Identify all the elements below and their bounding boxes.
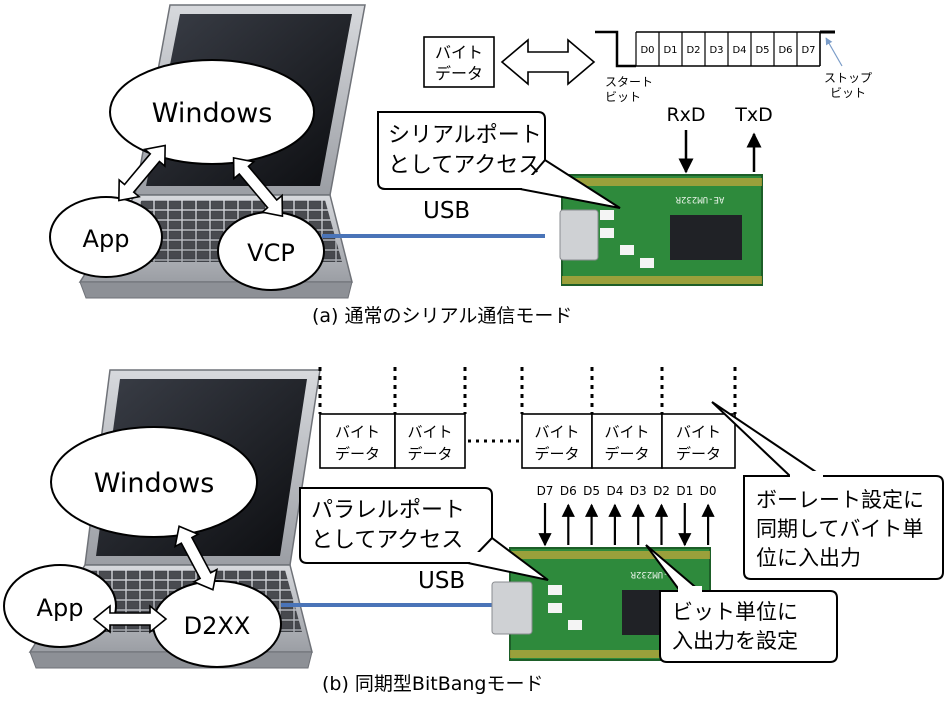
app-bubble: App (49, 196, 163, 278)
bit-cell-label: D3 (709, 45, 723, 56)
pin-label: D7 (537, 484, 554, 498)
bit-cell-label: D1 (663, 45, 677, 56)
parallel-pin-signals: D7 D6 D5 D4 D3 D2 D1 D0 (537, 484, 717, 547)
d2xx-bubble: D2XX (152, 580, 282, 668)
svg-text:としてアクセス: としてアクセス (311, 528, 463, 553)
pin-label: D6 (560, 484, 577, 498)
byte-cell-line1: バイト (676, 423, 721, 441)
serial-frame-timing: D0 D1 D2 D3 D4 D5 D6 D7 スタート ビット ストップ ビット (595, 30, 872, 104)
parallel-port-callout: パラレルポート としてアクセス (299, 487, 549, 581)
app-bubble: App (3, 564, 117, 648)
byte-cell-line2: データ (534, 445, 579, 463)
pin-label: D2 (653, 484, 670, 498)
pin-label: D3 (630, 484, 647, 498)
pin-label: D5 (583, 484, 600, 498)
svg-text:スタート: スタート (605, 75, 653, 89)
windows-d2xx-double-arrow (174, 525, 218, 591)
svg-text:App: App (83, 225, 130, 253)
byte-cell-line1: バイト (335, 423, 380, 441)
svg-text:Windows: Windows (94, 468, 215, 499)
section-b: Windows App D2XX USB AE-UM232R (3, 367, 944, 695)
bit-cell-label: D2 (686, 45, 700, 56)
svg-text:AE-UM232R: AE-UM232R (675, 194, 724, 204)
byte-cell-line1: バイト (534, 423, 579, 441)
pcb-board: AE-UM232R (559, 174, 763, 286)
bit-cell-label: D4 (732, 45, 746, 56)
svg-text:D2XX: D2XX (184, 612, 251, 640)
svg-text:Windows: Windows (152, 98, 273, 129)
pin-label: D0 (700, 484, 717, 498)
svg-text:ビット: ビット (830, 86, 866, 100)
app-windows-double-arrow (118, 144, 166, 202)
svg-text:入出力を設定: 入出力を設定 (672, 629, 798, 653)
rxd-signal: RxD (666, 104, 706, 174)
svg-text:同期してバイト単: 同期してバイト単 (756, 517, 923, 541)
svg-text:VCP: VCP (247, 239, 295, 267)
svg-text:ボーレート設定に: ボーレート設定に (756, 488, 924, 512)
byte-cell-line2: データ (407, 445, 452, 463)
caption-a: (a) 通常のシリアル通信モード (312, 305, 572, 327)
bit-cell-label: D0 (640, 45, 654, 56)
usb-label: USB (418, 568, 465, 594)
app-d2xx-double-arrow (92, 604, 168, 634)
byte-cell-line2: データ (335, 445, 380, 463)
bit-cell-label: D5 (755, 45, 769, 56)
usb-label: USB (423, 198, 470, 224)
byte-cell-line2: データ (676, 445, 721, 463)
pin-label: D1 (676, 484, 693, 498)
svg-text:AE-UM232R: AE-UM232R (630, 569, 679, 579)
windows-bubble: Windows (50, 426, 258, 538)
windows-vcp-double-arrow (232, 156, 284, 218)
svg-text:RxD: RxD (666, 104, 705, 126)
svg-text:シリアルポート: シリアルポート (388, 123, 542, 148)
svg-text:位に入出力: 位に入出力 (756, 546, 861, 570)
byte-cell-line1: バイト (604, 423, 649, 441)
bit-unit-callout: ビット単位に 入出力を設定 (645, 544, 838, 663)
byte-frame-double-arrow (500, 38, 596, 86)
svg-text:バイト: バイト (435, 43, 483, 62)
svg-text:App: App (37, 594, 84, 622)
svg-text:ストップ: ストップ (824, 71, 872, 85)
svg-text:TxD: TxD (734, 104, 772, 126)
baud-sync-callout: ボーレート設定に 同期してバイト単 位に入出力 (711, 401, 944, 580)
stop-bit-pointer (825, 37, 843, 67)
byte-data-box: バイト データ (423, 36, 495, 88)
byte-cell-line2: データ (604, 445, 649, 463)
serial-port-callout: シリアルポート としてアクセス (377, 111, 621, 209)
windows-bubble: Windows (109, 59, 315, 165)
svg-text:ビット単位に: ビット単位に (672, 600, 798, 624)
txd-signal: TxD (734, 104, 773, 172)
svg-text:ビット: ビット (605, 90, 641, 104)
svg-text:データ: データ (435, 64, 483, 83)
byte-cell-line1: バイト (407, 423, 452, 441)
bit-cell-label: D6 (778, 45, 792, 56)
pin-label: D4 (606, 484, 623, 498)
svg-text:パラレルポート: パラレルポート (311, 498, 465, 523)
bit-cell-label: D7 (801, 45, 815, 56)
caption-b: (b) 同期型BitBangモード (322, 673, 543, 695)
svg-text:としてアクセス: としてアクセス (388, 153, 540, 178)
section-a: Windows App VCP USB (49, 4, 872, 327)
vcp-bubble: VCP (217, 211, 325, 291)
